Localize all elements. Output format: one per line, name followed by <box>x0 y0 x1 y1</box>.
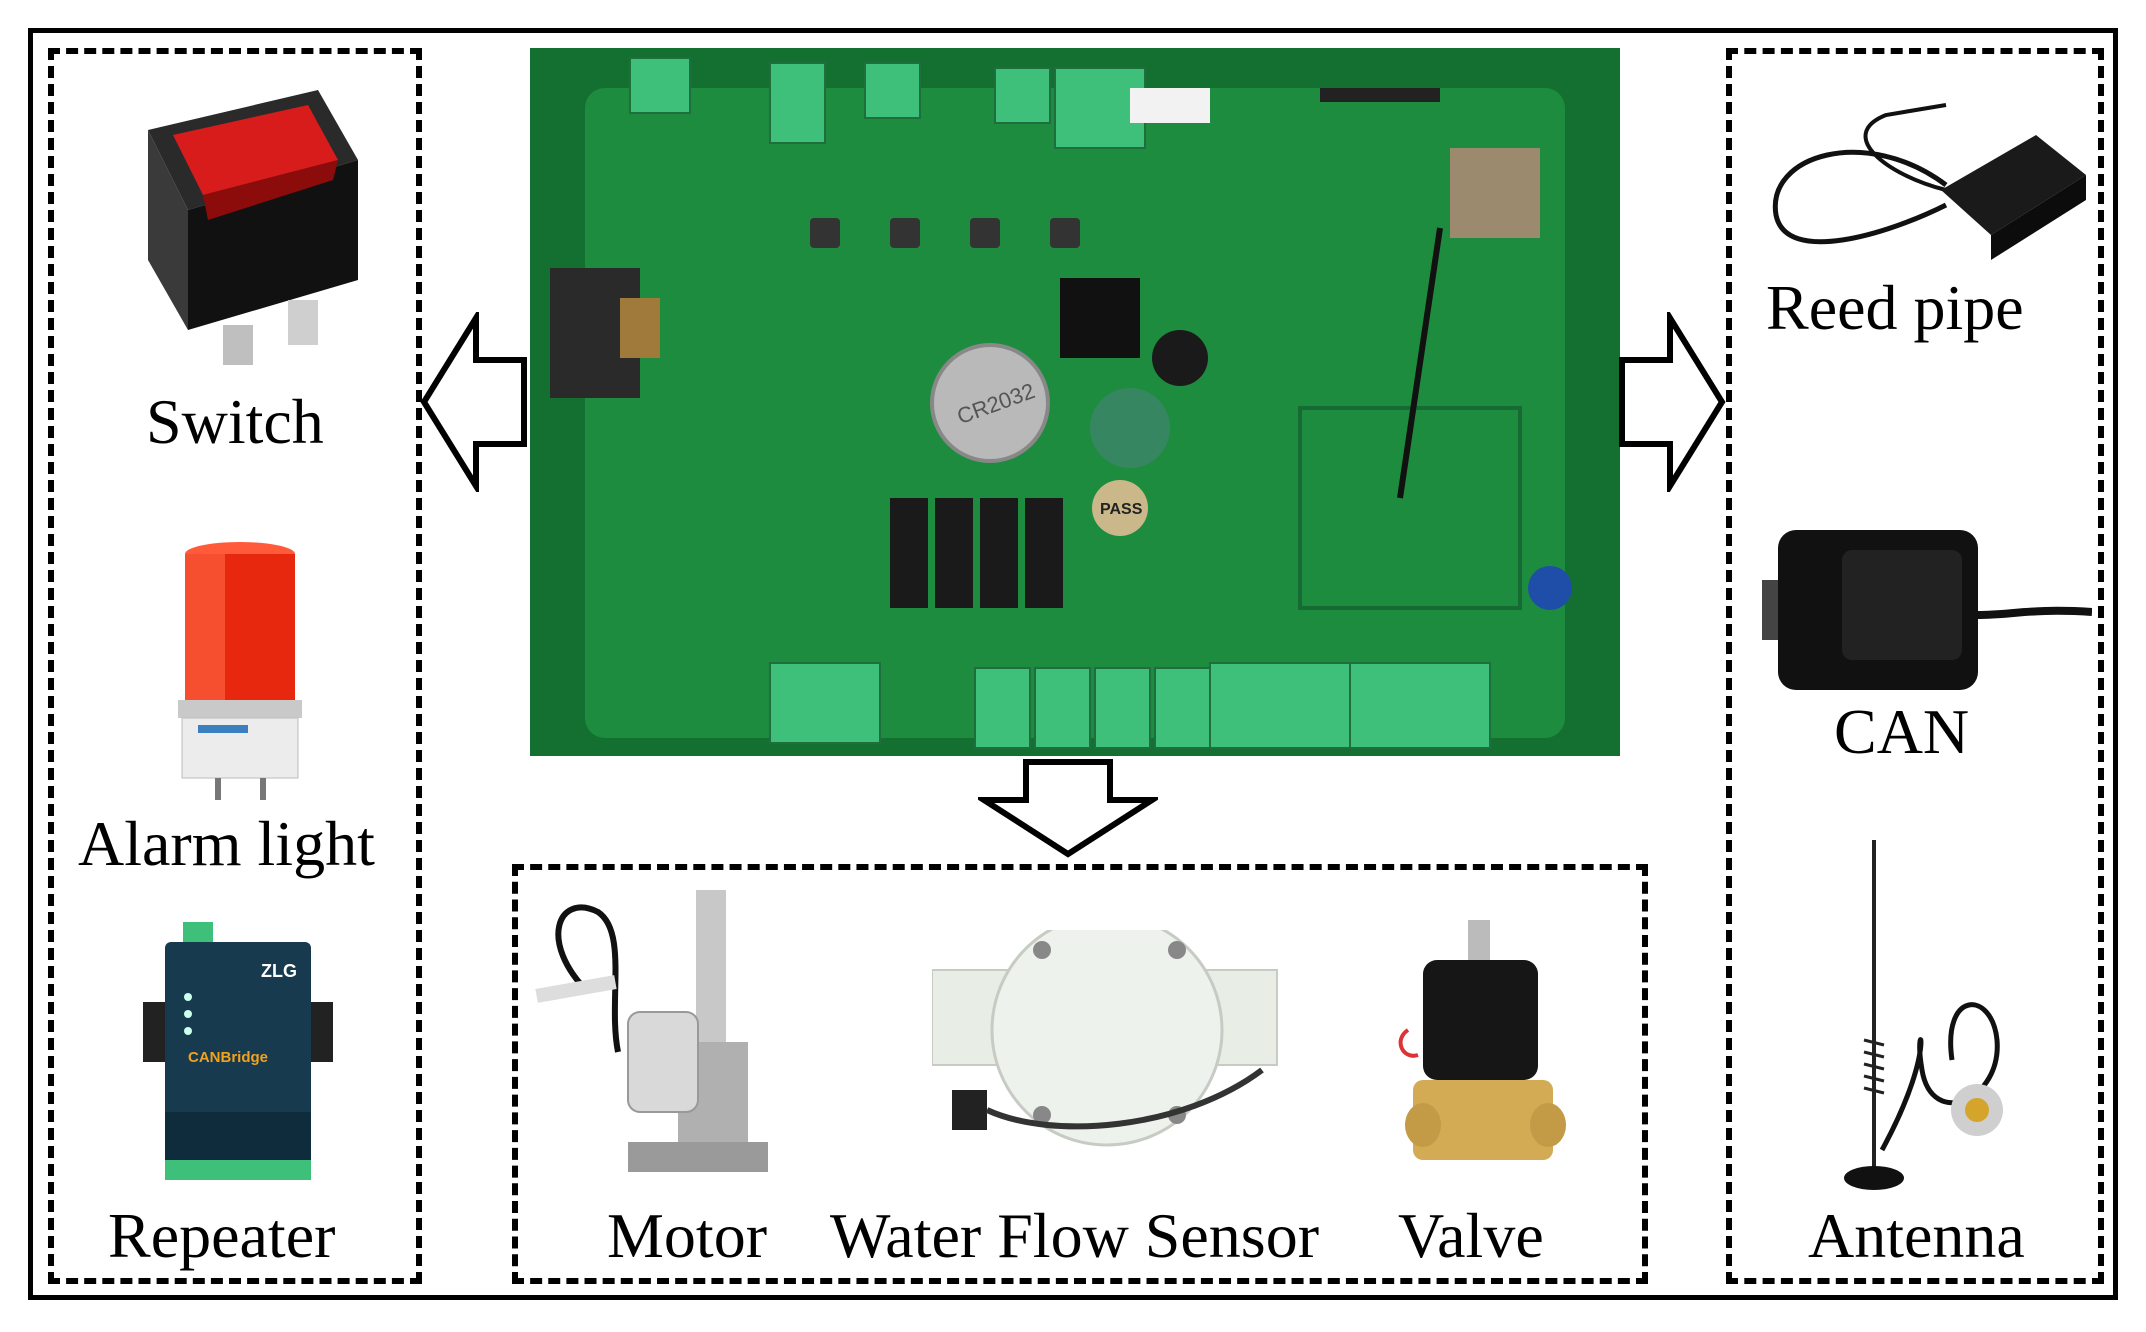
bottom-device-panel <box>512 864 1648 1284</box>
alarm-light-label: Alarm light <box>78 808 375 879</box>
can-adapter-icon <box>1762 520 2092 700</box>
reed-pipe-label: Reed pipe <box>1766 272 2024 343</box>
rocker-switch-icon <box>128 70 368 370</box>
right-device-panel <box>1726 48 2104 1284</box>
valve-label: Valve <box>1398 1200 1544 1271</box>
down-arrow-icon <box>978 756 1158 860</box>
repeater-icon: ZLG CANBridge <box>143 922 333 1180</box>
pass-sticker: PASS <box>1100 501 1143 518</box>
can-label: CAN <box>1834 696 1970 767</box>
linear-motor-icon <box>528 882 768 1182</box>
antenna-icon <box>1822 840 2022 1200</box>
solenoid-valve-icon <box>1398 920 1568 1180</box>
motor-label: Motor <box>607 1200 767 1271</box>
right-arrow-icon <box>1616 312 1728 492</box>
repeater-product: CANBridge <box>188 1049 268 1066</box>
reed-switch-icon <box>1746 95 2086 275</box>
pcb-board-icon: CR2032 PASS <box>530 48 1620 756</box>
outer-frame <box>28 28 2118 1300</box>
repeater-label: Repeater <box>108 1200 336 1271</box>
antenna-label: Antenna <box>1808 1200 2025 1271</box>
water-flow-sensor-label: Water Flow Sensor <box>830 1200 1319 1271</box>
alarm-light-icon <box>170 540 310 800</box>
left-device-panel <box>48 48 422 1284</box>
switch-label: Switch <box>146 386 324 457</box>
water-flow-sensor-icon <box>932 930 1292 1170</box>
repeater-brand: ZLG <box>261 961 297 981</box>
left-arrow-icon <box>418 312 530 492</box>
